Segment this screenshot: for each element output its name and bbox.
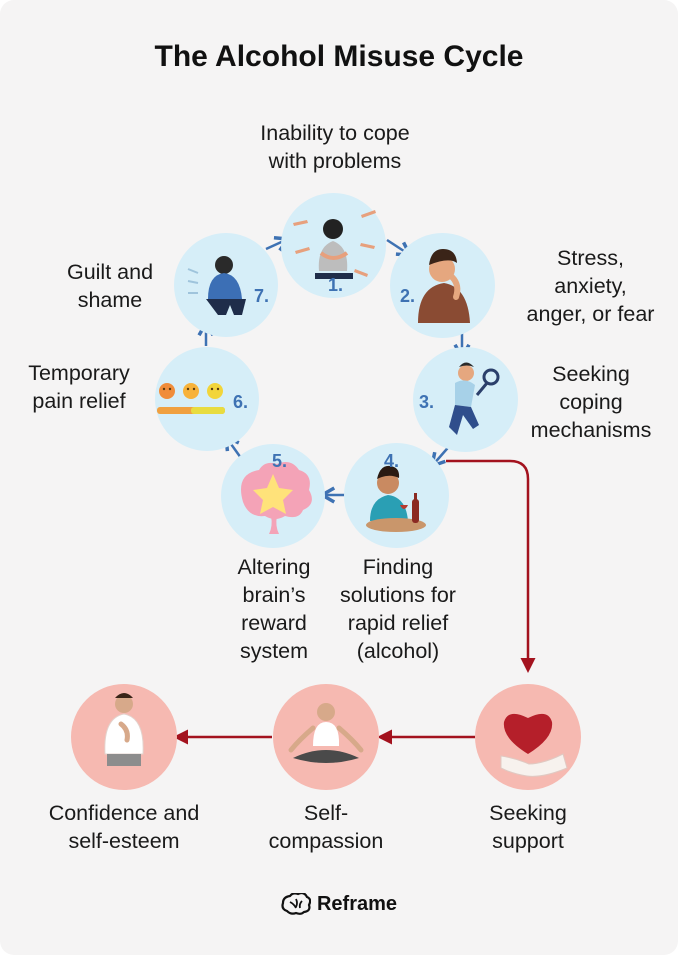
cycle-step-6 bbox=[155, 347, 259, 451]
step-label-1: Inability to cope with problems bbox=[260, 121, 410, 173]
step-number-7: 7. bbox=[254, 286, 270, 306]
brain-sparkle-icon bbox=[241, 462, 312, 534]
step-label-2: Stress, anxiety, anger, or fear bbox=[526, 246, 655, 326]
brand-name: Reframe bbox=[316, 893, 398, 915]
man-drinking-wine-icon bbox=[366, 465, 426, 532]
step-number-6: 6. bbox=[233, 392, 249, 412]
cycle-step-1 bbox=[281, 193, 386, 298]
recovery-confidence bbox=[71, 684, 177, 790]
step-label-5: Altering brain’s reward system bbox=[237, 555, 311, 663]
cycle-step-4 bbox=[344, 443, 449, 548]
mood-scale-icon bbox=[157, 383, 225, 414]
recovery-seeking-support bbox=[475, 684, 581, 790]
brand-footer: Reframe bbox=[0, 891, 678, 921]
person-sitting-ashamed-icon bbox=[187, 256, 246, 315]
brain-logo-icon bbox=[281, 891, 312, 921]
cycle-step-7 bbox=[174, 233, 278, 337]
confident-man-icon bbox=[104, 693, 144, 766]
step-number-4: 4. bbox=[384, 451, 400, 471]
page-title: The Alcohol Misuse Cycle bbox=[154, 40, 524, 73]
step-number-5: 5. bbox=[272, 451, 288, 471]
step-number-1: 1. bbox=[328, 275, 344, 295]
step-label-7: Guilt and shame bbox=[66, 260, 154, 312]
step-number-3: 3. bbox=[419, 392, 435, 412]
person-overwhelmed-pointing-fingers-icon bbox=[293, 210, 376, 279]
recovery-label-compassion: Self- compassion bbox=[268, 801, 384, 853]
step-label-6: Temporary pain relief bbox=[28, 361, 130, 413]
arrow-3-to-support bbox=[446, 459, 536, 673]
person-searching-magnifier-icon bbox=[449, 362, 500, 435]
recovery-label-support: Seeking support bbox=[489, 801, 567, 853]
cycle-step-5 bbox=[221, 444, 325, 548]
recovery-label-confidence: Confidence and self-esteem bbox=[48, 801, 200, 853]
step-label-3: Seeking coping mechanisms bbox=[530, 362, 652, 442]
step-label-4: Finding solutions for rapid relief (alco… bbox=[340, 555, 456, 663]
recovery-self-compassion bbox=[273, 684, 379, 790]
heart-in-hand-icon bbox=[500, 713, 568, 777]
stressed-man-icon bbox=[418, 249, 470, 323]
step-number-2: 2. bbox=[400, 286, 416, 306]
meditating-person-icon bbox=[288, 703, 364, 763]
cycle-step-2 bbox=[390, 233, 495, 338]
cycle-step-3 bbox=[413, 347, 518, 452]
